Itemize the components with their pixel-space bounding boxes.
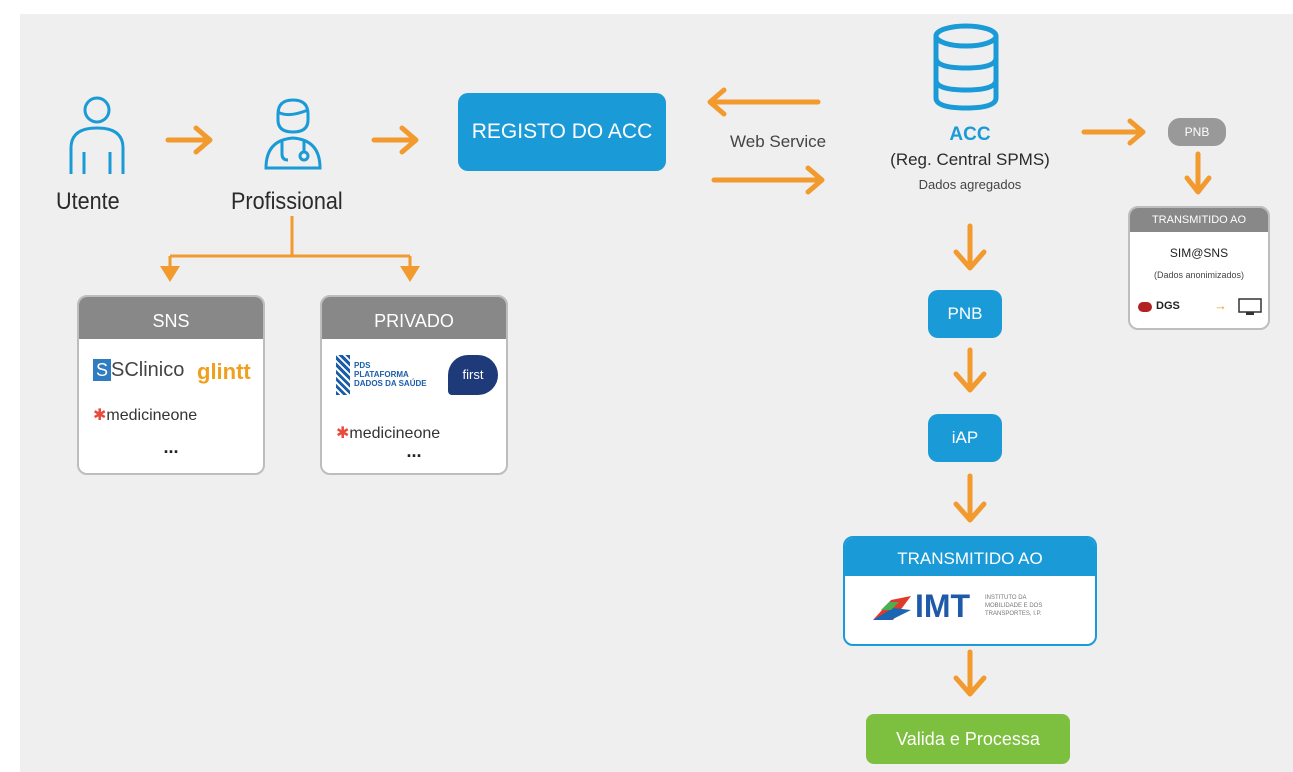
imt-card: TRANSMITIDO AO IMT INSTITUTO DA MOBILIDA… <box>843 536 1097 646</box>
medicineone-icon: ✱ <box>336 425 350 442</box>
imt-logo-icon <box>873 596 911 620</box>
dgs-logo-icon <box>1138 302 1152 312</box>
arrow-imt-to-valida <box>953 649 987 697</box>
utente-label: Utente <box>56 188 120 215</box>
sim-logos-row: DGS → <box>1138 298 1262 318</box>
person-icon <box>69 96 125 174</box>
arrow-acc-to-registo <box>707 87 821 117</box>
acc-caption: Dados agregados <box>918 177 1022 192</box>
pnb-button[interactable]: PNB <box>928 290 1002 338</box>
sns-more: ... <box>163 437 179 457</box>
imt-card-title: TRANSMITIDO AO <box>845 538 1095 576</box>
arrow-right-icon: → <box>1214 298 1227 313</box>
database-icon <box>933 23 999 111</box>
acc-title: ACC <box>949 124 991 145</box>
acc-subtitle: (Reg. Central SPMS) <box>890 150 1050 169</box>
iap-label: iAP <box>951 428 979 447</box>
arrow-acc-to-pnb <box>953 223 987 271</box>
valida-processa-label: Valida e Processa <box>896 729 1040 749</box>
privado-more: ... <box>406 441 422 461</box>
registo-acc-button[interactable]: REGISTO DO ACC <box>458 93 666 171</box>
iap-button[interactable]: iAP <box>928 414 1002 462</box>
monitor-icon <box>1238 298 1262 315</box>
arrow-acc-to-pnb-top <box>1081 118 1146 146</box>
split-connector <box>168 216 412 270</box>
registo-acc-label: REGISTO DO ACC <box>471 120 653 143</box>
arrow-pnb-to-iap <box>953 347 987 393</box>
arrow-registo-to-acc <box>711 165 825 195</box>
sim-card-title: TRANSMITIDO AO <box>1130 208 1268 232</box>
arrow-utente-to-profissional <box>165 125 213 155</box>
pnb-label: PNB <box>947 304 983 323</box>
sim-sns-note: (Dados anonimizados) <box>1153 270 1245 280</box>
medicineone-logo-privado: ✱medicineone <box>336 425 441 442</box>
pnb-top-label: PNB <box>1184 125 1210 139</box>
arrow-iap-to-imt <box>953 473 987 523</box>
first-logo: first <box>448 355 498 395</box>
privado-card: PRIVADO PDS PLATAFORMA DADOS DA SAÚDE fi… <box>320 295 508 475</box>
pds-logo-text: PDS PLATAFORMA DADOS DA SAÚDE <box>354 361 427 388</box>
privado-card-title: PRIVADO <box>322 297 506 339</box>
sns-card-title: SNS <box>79 297 263 339</box>
split-arrowhead-privado <box>400 266 420 282</box>
pnb-top-pill[interactable]: PNB <box>1168 118 1226 146</box>
sim-sns-name: SIM@SNS <box>1169 246 1229 260</box>
glintt-logo: glintt <box>197 359 251 384</box>
arrow-profissional-to-registo <box>371 125 419 155</box>
profissional-label: Profissional <box>231 188 343 215</box>
web-service-label: Web Service <box>730 132 827 151</box>
sim-sns-card: TRANSMITIDO AO SIM@SNS (Dados anonimizad… <box>1128 206 1270 330</box>
imt-logo-subtext: INSTITUTO DA MOBILIDADE E DOS TRANSPORTE… <box>985 595 1043 617</box>
dgs-logo-text: DGS <box>1156 300 1180 312</box>
doctor-icon <box>264 98 322 170</box>
imt-logo-text: IMT <box>915 588 971 624</box>
pds-logo-icon <box>336 355 350 395</box>
split-arrowhead-sns <box>160 266 180 282</box>
valida-processa-button[interactable]: Valida e Processa <box>866 714 1070 764</box>
arrow-pnb-to-sim <box>1184 151 1212 195</box>
medicineone-icon: ✱ <box>93 407 107 424</box>
medicineone-logo-sns: ✱medicineone <box>93 407 198 424</box>
